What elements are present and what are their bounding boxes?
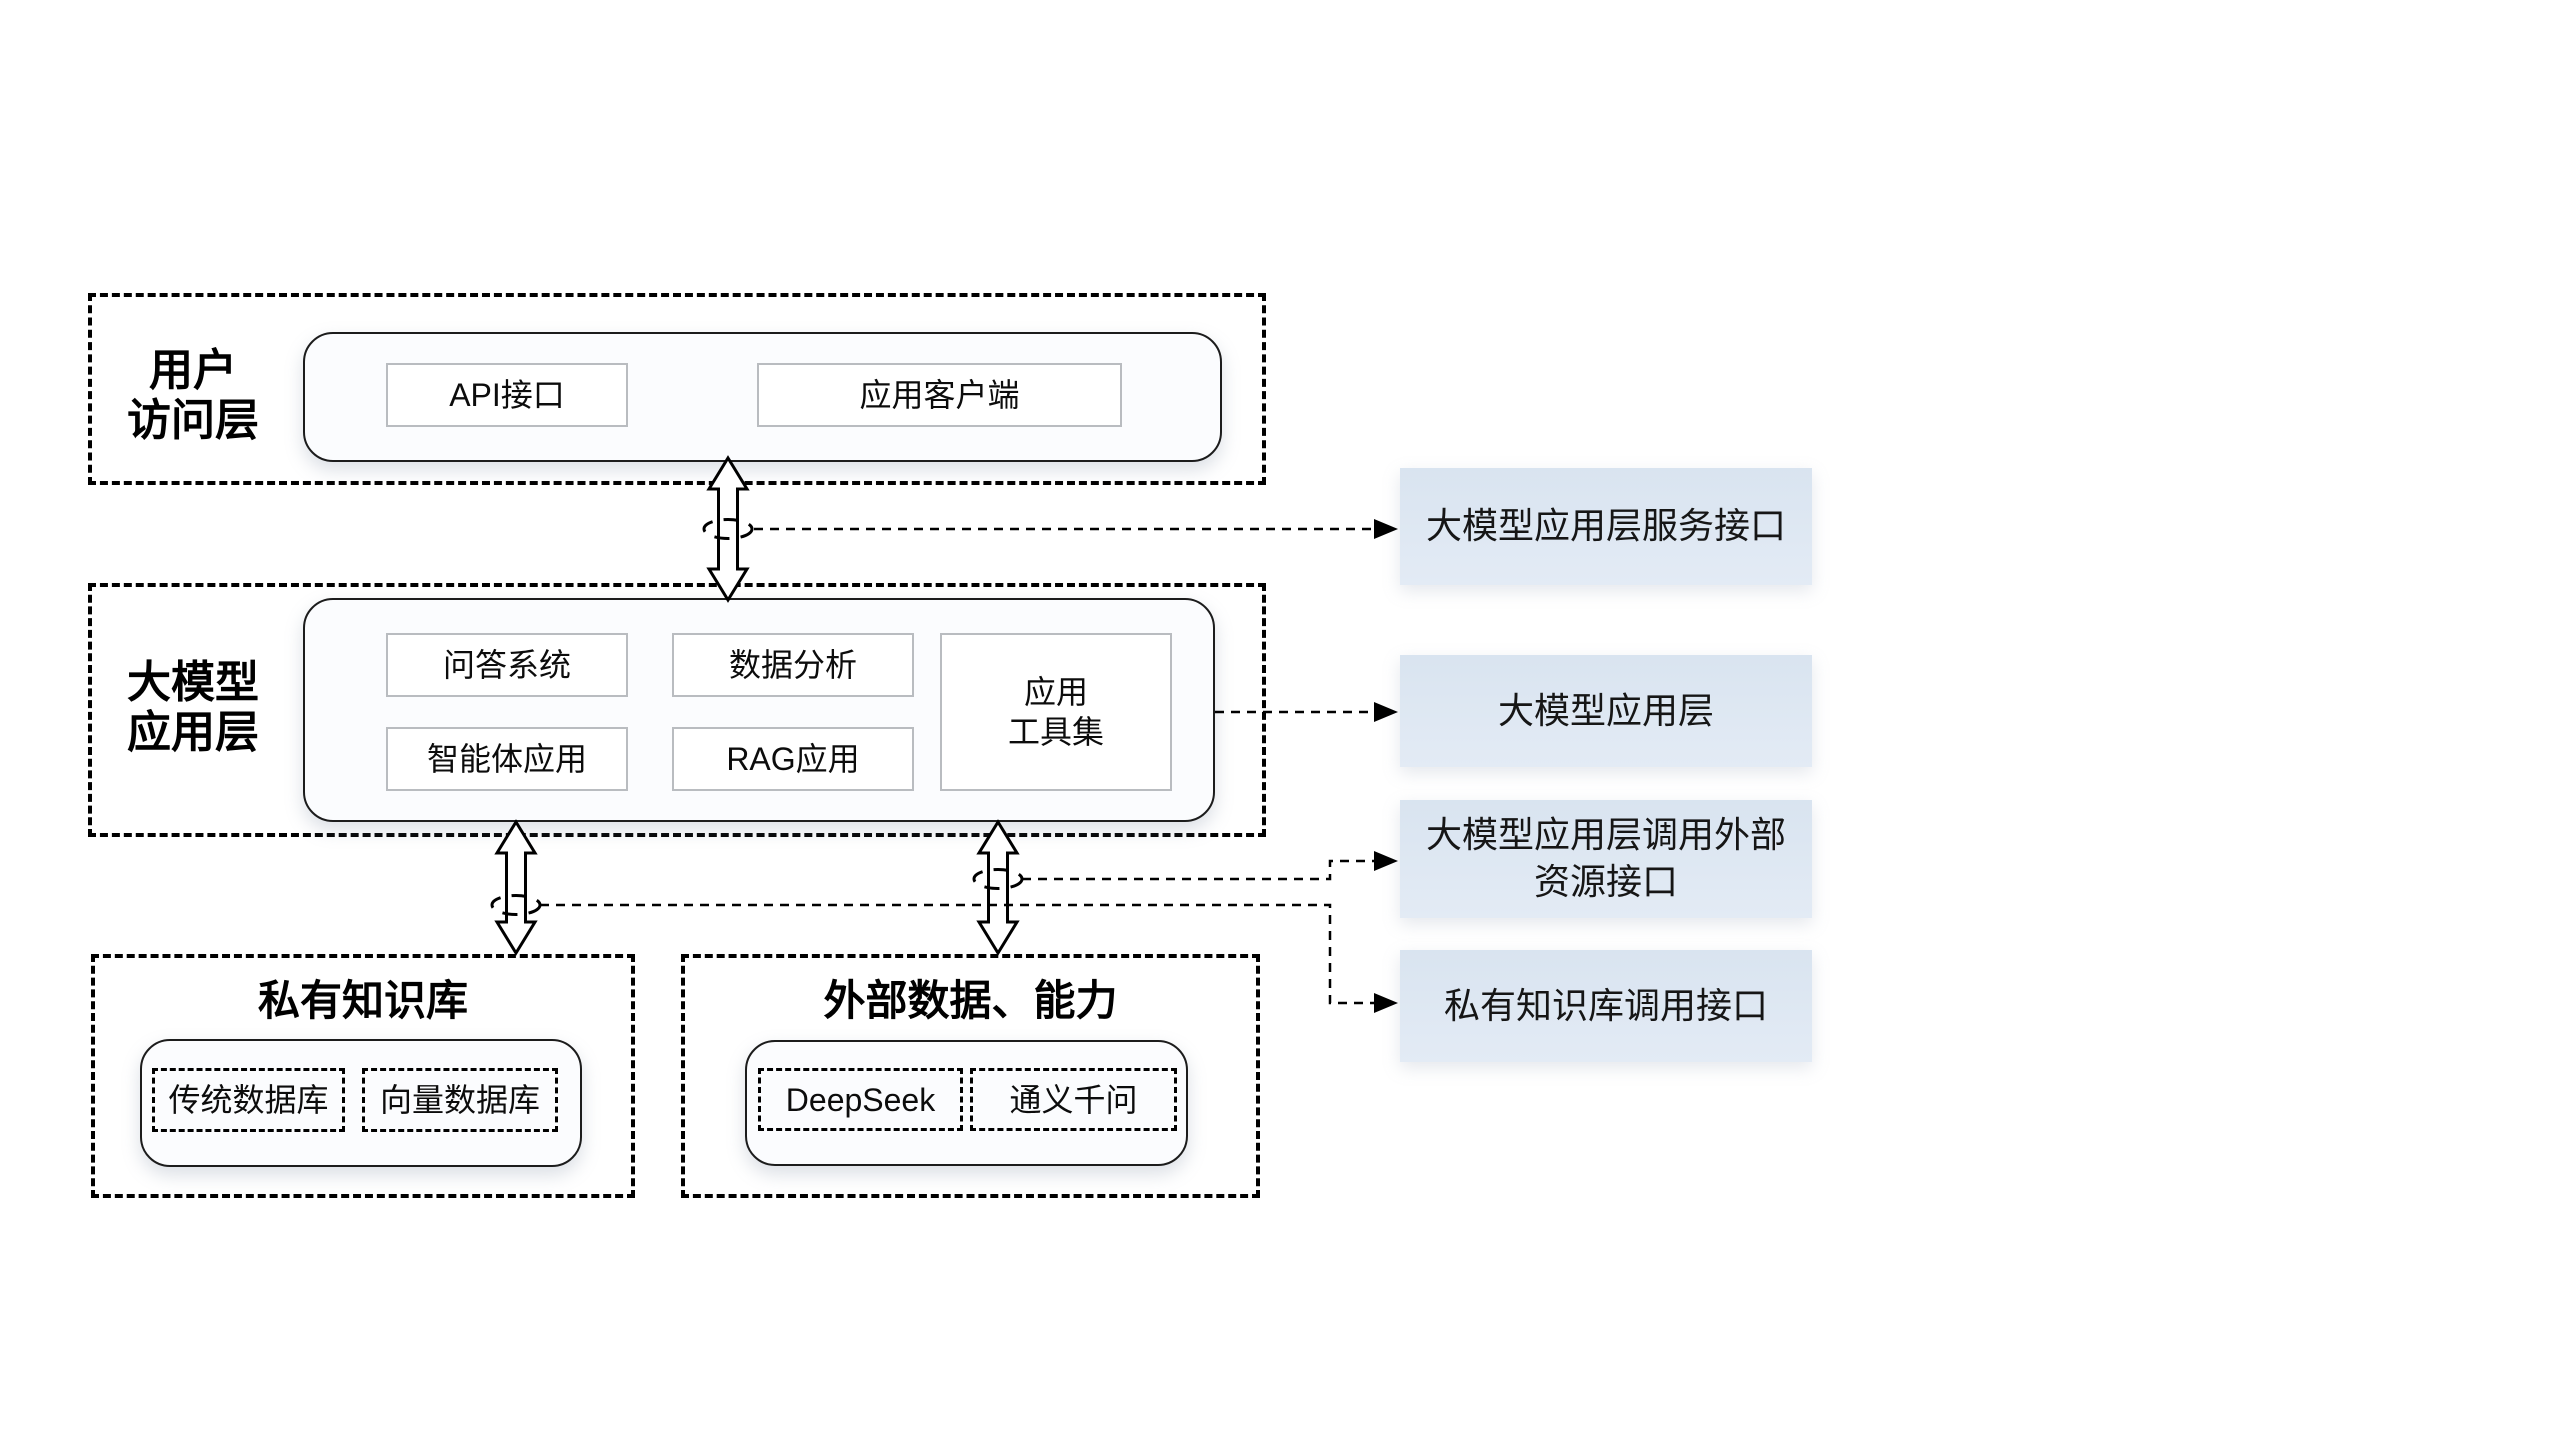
box-app-toolset: 应用 工具集	[940, 633, 1172, 791]
arrowhead-app-layer	[1374, 702, 1398, 722]
box-data-analysis: 数据分析	[672, 633, 914, 697]
layer-user-access-label: 用户 访问层	[127, 346, 259, 446]
box-qwen: 通义千问	[970, 1068, 1177, 1131]
box-agent-app: 智能体应用	[386, 727, 628, 791]
double-arrow-llm-kb	[494, 819, 538, 956]
container-private-kb	[140, 1039, 582, 1167]
arrowhead-external-resource-api	[1374, 851, 1398, 871]
arrowhead-service-api	[1374, 519, 1398, 539]
link-ellipse-service-api	[702, 518, 754, 540]
box-vector-db: 向量数据库	[362, 1068, 558, 1132]
layer-llm-app	[88, 583, 1266, 837]
box-rag-app: RAG应用	[672, 727, 914, 791]
link-ellipse-kb-api	[490, 894, 542, 916]
private-kb-title: 私有知识库	[257, 977, 468, 1024]
layer-llm-app-label: 大模型 应用层	[127, 658, 259, 758]
callout-service-api: 大模型应用层服务接口	[1400, 468, 1812, 585]
arrowhead-kb-api	[1374, 993, 1398, 1013]
box-qa-system: 问答系统	[386, 633, 628, 697]
double-arrow-llm-external	[976, 819, 1020, 956]
box-app-client: 应用客户端	[757, 363, 1122, 427]
container-external-data	[745, 1040, 1188, 1166]
box-traditional-db: 传统数据库	[152, 1068, 345, 1132]
callout-external-resource-api: 大模型应用层调用外部 资源接口	[1400, 800, 1812, 918]
callout-kb-api: 私有知识库调用接口	[1400, 950, 1812, 1062]
layer-user-access	[88, 293, 1266, 485]
connector-line-external-resource-api	[1022, 859, 1374, 881]
callout-app-layer: 大模型应用层	[1400, 655, 1812, 767]
group-private-kb	[91, 954, 635, 1198]
link-ellipse-external-resource-api	[972, 868, 1024, 890]
box-deepseek: DeepSeek	[758, 1068, 963, 1131]
box-api: API接口	[386, 363, 628, 427]
external-data-title: 外部数据、能力	[823, 977, 1118, 1024]
